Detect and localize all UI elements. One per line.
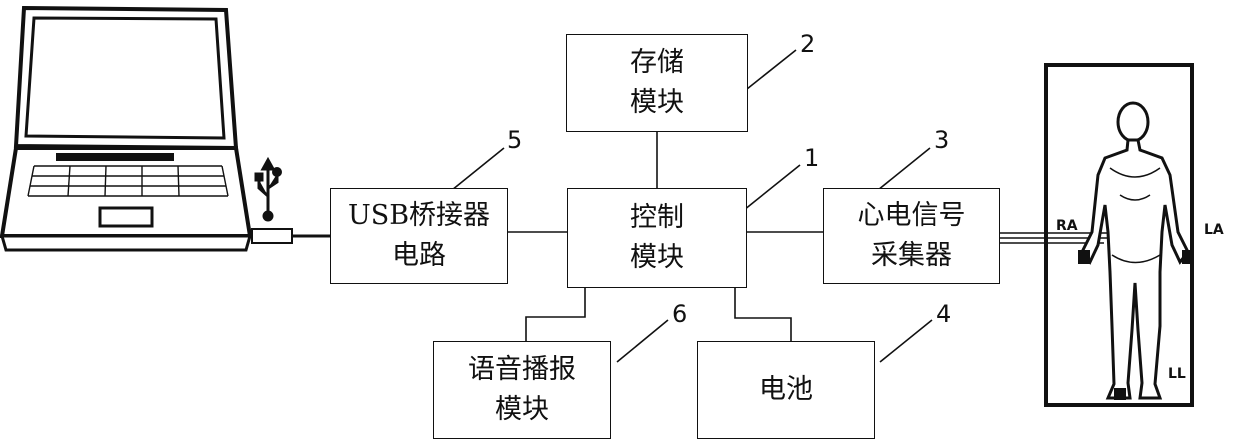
ref-number-4: 4 bbox=[936, 300, 951, 328]
link-control-battery bbox=[735, 288, 791, 341]
control-module-line1: 控制 bbox=[630, 198, 684, 238]
electrode-label-la: LA bbox=[1204, 222, 1224, 238]
control-module-line2: 模块 bbox=[630, 238, 684, 278]
usb-bridge-line2: 电路 bbox=[392, 236, 446, 276]
battery-box: 电池 bbox=[697, 341, 875, 439]
usb-bridge-line1: USB桥接器 bbox=[348, 196, 490, 236]
leader-6 bbox=[617, 320, 668, 362]
voice-broadcast-module-box: 语音播报 模块 bbox=[433, 341, 611, 439]
voice-module-line1: 语音播报 bbox=[468, 350, 576, 390]
ref-number-2: 2 bbox=[800, 30, 815, 58]
electrode-label-ll: LL bbox=[1168, 366, 1186, 382]
usb-bridge-circuit-box: USB桥接器 电路 bbox=[330, 188, 508, 284]
ref-number-5: 5 bbox=[507, 126, 522, 154]
usb-icon bbox=[256, 160, 281, 220]
leader-5 bbox=[452, 148, 504, 190]
ref-number-6: 6 bbox=[672, 300, 687, 328]
control-module-box: 控制 模块 bbox=[567, 188, 747, 288]
ecg-collector-line2: 采集器 bbox=[871, 236, 952, 276]
human-body-figure bbox=[1046, 65, 1194, 405]
electrode-label-ra: RA bbox=[1056, 218, 1078, 234]
ecg-collector-box: 心电信号 采集器 bbox=[823, 188, 1000, 284]
storage-module-line2: 模块 bbox=[630, 83, 684, 123]
ref-number-1: 1 bbox=[804, 144, 819, 172]
leader-2 bbox=[742, 50, 796, 93]
ecg-collector-line1: 心电信号 bbox=[858, 196, 966, 236]
leader-4 bbox=[880, 320, 932, 362]
storage-module-box: 存储 模块 bbox=[566, 34, 748, 132]
ref-number-3: 3 bbox=[934, 126, 949, 154]
laptop-icon bbox=[2, 8, 330, 250]
link-control-voice bbox=[526, 288, 585, 341]
leader-1 bbox=[744, 165, 800, 210]
storage-module-line1: 存储 bbox=[630, 43, 684, 83]
battery-label: 电池 bbox=[759, 370, 813, 410]
leader-3 bbox=[878, 148, 930, 190]
voice-module-line2: 模块 bbox=[495, 390, 549, 430]
